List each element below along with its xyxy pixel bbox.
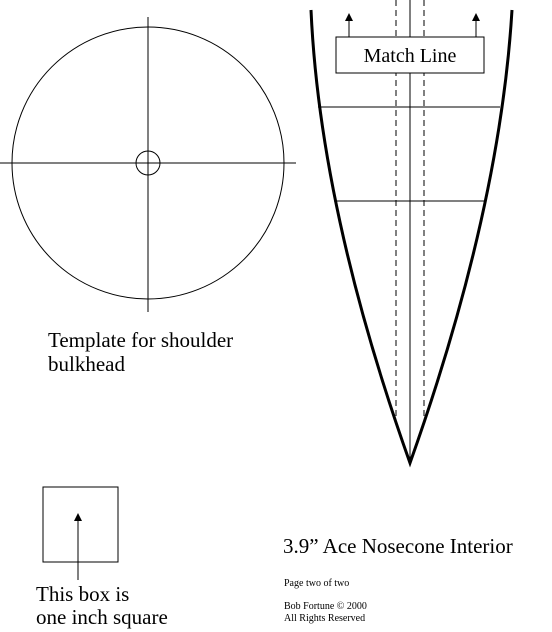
bulkhead-caption-line2: bulkhead [48, 352, 125, 376]
rights-line: All Rights Reserved [284, 613, 366, 624]
match-line-box [335, 36, 485, 74]
one-inch-square [42, 486, 119, 563]
scale-box-caption-line2: one inch square [36, 605, 168, 629]
page-note: Page two of two [284, 578, 350, 589]
nosecone-title: 3.9” Ace Nosecone Interior [283, 534, 513, 558]
copyright-line: Bob Fortune © 2000 [284, 601, 367, 612]
match-line-label: Match Line [363, 45, 457, 67]
scale-box [42, 486, 119, 580]
nosecone-template [309, 0, 514, 468]
bulkhead-template [0, 17, 296, 312]
nosecone-outline [309, 9, 514, 468]
scale-box-caption-line1: This box is [36, 582, 130, 606]
bulkhead-caption-line1: Template for shoulder [48, 328, 234, 352]
